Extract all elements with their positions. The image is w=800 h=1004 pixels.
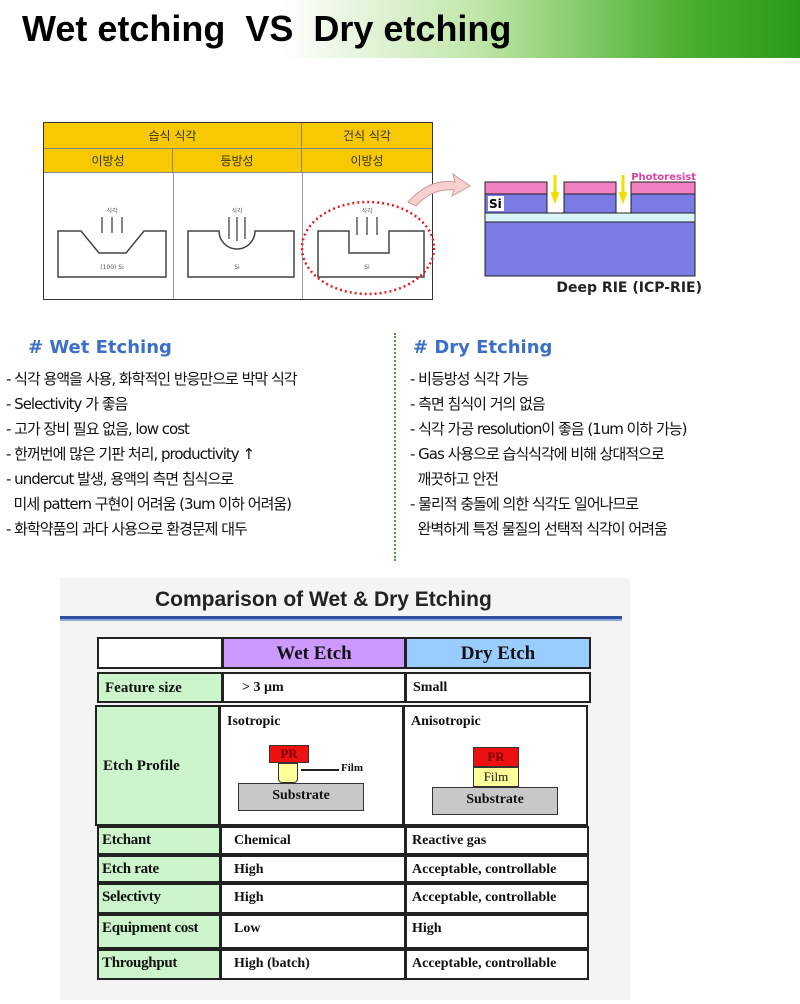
comparison-title: Comparison of Wet & Dry Etching bbox=[155, 588, 492, 611]
list-item: - 식각 가공 resolution이 좋음 (1um 이하 가능) bbox=[410, 420, 687, 438]
col-dry: Dry Etch bbox=[405, 637, 591, 669]
cell: High (batch) bbox=[220, 949, 406, 980]
photoresist-block bbox=[484, 181, 548, 195]
photoresist-block bbox=[563, 181, 617, 195]
pr-block: PR bbox=[473, 747, 519, 767]
row-label: Etch rate bbox=[97, 855, 221, 883]
highlight-circle bbox=[300, 200, 436, 296]
sub-header: 등방성 bbox=[173, 149, 302, 173]
row-label: Selectivty bbox=[97, 883, 221, 914]
list-item: - undercut 발생, 용액의 측면 침식으로 bbox=[6, 470, 234, 488]
list-item: - 비등방성 식각 가능 bbox=[410, 370, 529, 388]
list-item: - 화학약품의 과다 사용으로 환경문제 대두 bbox=[6, 520, 248, 538]
list-item: - 식각 용액을 사용, 화학적인 반응만으로 박막 식각 bbox=[6, 370, 298, 388]
etch-arrows-icon bbox=[101, 217, 378, 241]
cell: Small bbox=[405, 672, 591, 703]
isotropic-wet-profile bbox=[187, 230, 295, 278]
etch-label: 식각 bbox=[361, 207, 373, 215]
wet-list: - 식각 용액을 사용, 화학적인 반응만으로 박막 식각 - Selectivi… bbox=[6, 367, 390, 542]
list-item: 깨끗하고 안전 bbox=[410, 470, 500, 488]
header-dry: 건식 식각 bbox=[302, 123, 432, 149]
drie-diagram: Si Photoresist Deep RIE (ICP-RIE) bbox=[300, 172, 702, 296]
drie-caption: Deep RIE (ICP-RIE) bbox=[556, 280, 702, 296]
page-title: Wet etching VS Dry etching bbox=[22, 8, 512, 49]
title-underline bbox=[60, 619, 622, 621]
film-pointer bbox=[301, 769, 339, 771]
comparison-slide: Comparison of Wet & Dry Etching Wet Etch… bbox=[60, 578, 630, 1000]
list-item: - 한꺼번에 많은 기판 처리, productivity ↑ bbox=[6, 445, 255, 463]
col-wet: Wet Etch bbox=[222, 637, 406, 669]
etch-label: 식각 bbox=[106, 207, 118, 215]
profile-dry-label: Anisotropic bbox=[411, 714, 481, 729]
title-bar bbox=[0, 0, 800, 58]
photoresist-block bbox=[630, 181, 696, 195]
substrate-block: Substrate bbox=[238, 783, 364, 811]
cell: Acceptable, controllable bbox=[405, 949, 589, 980]
list-item: 완벽하게 특정 물질의 선택적 식각이 어려움 bbox=[410, 520, 668, 538]
column-divider bbox=[173, 173, 174, 299]
pr-block: PR bbox=[269, 745, 309, 763]
profile-dry: Anisotropic PR Film Substrate bbox=[403, 705, 588, 826]
dry-heading: # Dry Etching bbox=[413, 337, 553, 358]
sub-header: 이방성 bbox=[44, 149, 173, 173]
etch-arrow-icon bbox=[550, 175, 628, 205]
dry-list: - 비등방성 식각 가능 - 측면 침식이 거의 없음 - 식각 가공 resolu… bbox=[410, 367, 798, 542]
cell: Low bbox=[220, 914, 406, 949]
si-label: Si bbox=[234, 264, 240, 271]
cell: Reactive gas bbox=[405, 826, 589, 855]
cell: High bbox=[220, 855, 406, 883]
row-label: Etchant bbox=[97, 826, 221, 855]
si-label: Si bbox=[364, 264, 370, 271]
anisotropic-wet-profile bbox=[57, 230, 167, 278]
profile-wet-label: Isotropic bbox=[227, 714, 281, 729]
substrate-layer bbox=[484, 221, 696, 277]
profile-wet: Isotropic PR Substrate Film bbox=[219, 705, 404, 826]
title-underline bbox=[60, 616, 622, 619]
cell: High bbox=[220, 883, 406, 914]
row-label: Feature size bbox=[97, 672, 223, 703]
cell: Acceptable, controllable bbox=[405, 883, 589, 914]
cell: High bbox=[405, 914, 589, 949]
si-label: (100) Si bbox=[100, 264, 124, 271]
substrate-block: Substrate bbox=[432, 787, 558, 815]
sub-header: 이방성 bbox=[302, 149, 432, 173]
si-label: Si bbox=[489, 197, 502, 211]
anisotropic-dry-profile bbox=[317, 230, 425, 278]
cell: Acceptable, controllable bbox=[405, 855, 589, 883]
si-block bbox=[630, 193, 696, 214]
etch-diagrams: 식각 식각 식각 (100) Si Si Si bbox=[57, 207, 425, 278]
cell: Chemical bbox=[220, 826, 406, 855]
header-wet: 습식 식각 bbox=[44, 123, 302, 149]
cell: > 3 µm bbox=[222, 672, 406, 703]
list-item: - 물리적 충돌에 의한 식각도 일어나므로 bbox=[410, 495, 639, 513]
row-label: Etch Profile bbox=[95, 705, 220, 826]
etch-label: 식각 bbox=[231, 207, 243, 215]
oxide-layer bbox=[484, 212, 696, 223]
list-item: - 측면 침식이 거의 없음 bbox=[410, 395, 546, 413]
row-label: Equipment cost bbox=[97, 914, 221, 949]
film-block bbox=[278, 763, 298, 783]
photoresist-label: Photoresist bbox=[631, 172, 696, 183]
si-block bbox=[563, 193, 617, 214]
list-item: - Gas 사용으로 습식식각에 비해 상대적으로 bbox=[410, 445, 665, 463]
wet-heading: # Wet Etching bbox=[28, 337, 172, 358]
list-item: 미세 pattern 구현이 어려움 (3um 이하 어려움) bbox=[6, 495, 293, 513]
film-block: Film bbox=[473, 767, 519, 787]
list-item: - Selectivity 가 좋음 bbox=[6, 395, 128, 413]
column-divider bbox=[302, 173, 303, 299]
film-label: Film bbox=[341, 762, 363, 774]
arrow-icon bbox=[407, 172, 471, 207]
divider bbox=[394, 333, 396, 561]
etch-profile-figure: 습식 식각 건식 식각 이방성 등방성 이방성 식각 식각 식각 (100) S… bbox=[43, 122, 433, 300]
list-item: - 고가 장비 필요 없음, low cost bbox=[6, 420, 190, 438]
corner-cell bbox=[97, 637, 223, 669]
row-label: Throughput bbox=[97, 949, 221, 980]
